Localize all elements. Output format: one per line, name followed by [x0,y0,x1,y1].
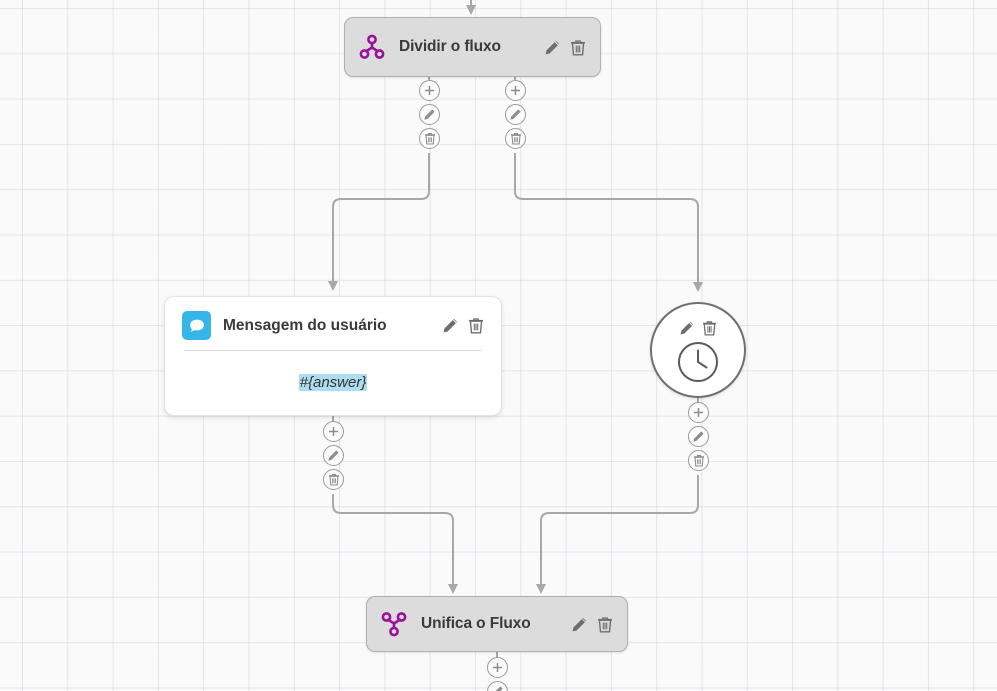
merge-flow-icon [381,611,407,637]
edge-user-message-to-merge [332,494,458,594]
port-stack-user-message[interactable] [323,421,344,490]
chat-bubble-icon [182,311,211,340]
edit-icon[interactable] [505,104,526,125]
node-title: Mensagem do usuário [223,316,387,334]
node-tools [679,320,717,336]
node-user-message[interactable]: Mensagem do usuário [164,296,502,416]
edit-icon[interactable] [323,445,344,466]
node-delay[interactable] [650,302,746,398]
add-icon[interactable] [688,402,709,423]
node-tools [526,39,586,56]
card-header: Mensagem do usuário [165,297,501,350]
port-stack-delay[interactable] [688,402,709,471]
trash-icon[interactable] [505,128,526,149]
edit-icon[interactable] [544,39,561,56]
clock-icon [676,340,720,389]
port-stack-split-left[interactable] [419,80,440,149]
node-title: Dividir o fluxo [399,38,501,55]
split-flow-icon [359,34,385,60]
trash-icon[interactable] [597,616,613,633]
trash-icon[interactable] [702,320,717,336]
add-icon[interactable] [323,421,344,442]
trash-icon[interactable] [419,128,440,149]
edit-icon[interactable] [442,317,459,334]
trash-icon[interactable] [468,317,484,334]
card-body: #{answer} [165,351,501,415]
port-stack-split-right[interactable] [505,80,526,149]
card-divider [184,350,482,351]
node-merge-flow[interactable]: Unifica o Fluxo [366,596,628,652]
trash-icon[interactable] [323,469,344,490]
edit-icon[interactable] [487,681,508,691]
node-tools [424,317,484,334]
edge-split-right-to-delay [514,153,703,292]
port-stack-merge[interactable] [487,657,508,691]
edit-icon[interactable] [419,104,440,125]
message-variable-chip: #{answer} [298,373,368,391]
add-icon[interactable] [505,80,526,101]
edit-icon[interactable] [571,616,588,633]
edge-delay-to-merge [536,475,699,594]
edge-split-left-to-user-message [328,153,430,291]
node-split-flow[interactable]: Dividir o fluxo [344,17,601,77]
add-icon[interactable] [419,80,440,101]
trash-icon[interactable] [570,39,586,56]
edit-icon[interactable] [679,320,695,336]
node-title: Unifica o Fluxo [421,615,531,632]
trash-icon[interactable] [688,450,709,471]
node-tools [553,616,613,633]
add-icon[interactable] [487,657,508,678]
edit-icon[interactable] [688,426,709,447]
